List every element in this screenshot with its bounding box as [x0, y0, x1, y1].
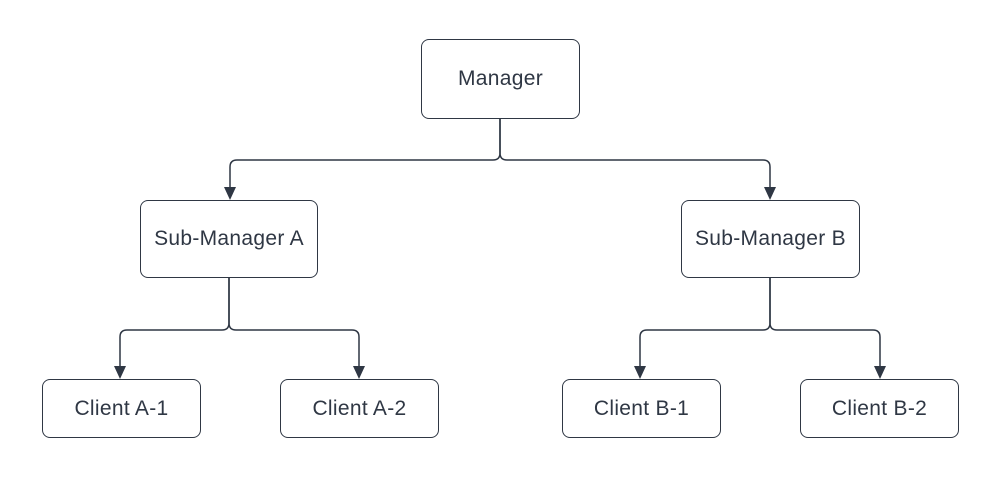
node-client-b1: Client B-1	[562, 379, 721, 438]
node-sub-manager-b: Sub-Manager B	[681, 200, 860, 278]
edge-sub-manager-a-to-client-a2	[228, 278, 365, 379]
arrowhead-icon	[764, 187, 776, 200]
node-label: Client A-1	[74, 396, 169, 420]
edge-manager-to-sub-manager-b	[499, 119, 776, 200]
arrowhead-icon	[224, 187, 236, 200]
node-label: Sub-Manager A	[154, 227, 304, 250]
node-client-b2: Client B-2	[800, 379, 959, 438]
node-label: Client B-2	[831, 396, 928, 420]
arrowhead-icon	[114, 366, 126, 379]
edge-manager-to-sub-manager-a	[224, 119, 501, 200]
edge-sub-manager-b-to-client-b2	[769, 278, 886, 379]
node-label: Sub-Manager B	[695, 227, 846, 250]
node-label: Manager	[458, 67, 543, 90]
node-sub-manager-a: Sub-Manager A	[140, 200, 318, 278]
edge-sub-manager-b-to-client-b1	[634, 278, 771, 379]
arrowhead-icon	[874, 366, 886, 379]
edge-sub-manager-a-to-client-a1	[114, 278, 230, 379]
node-client-a2: Client A-2	[280, 379, 439, 438]
arrowhead-icon	[353, 366, 365, 379]
node-label: Client B-1	[593, 396, 690, 420]
node-client-a1: Client A-1	[42, 379, 201, 438]
node-label: Client A-2	[312, 396, 407, 420]
node-manager: Manager	[421, 39, 580, 119]
arrowhead-icon	[634, 366, 646, 379]
